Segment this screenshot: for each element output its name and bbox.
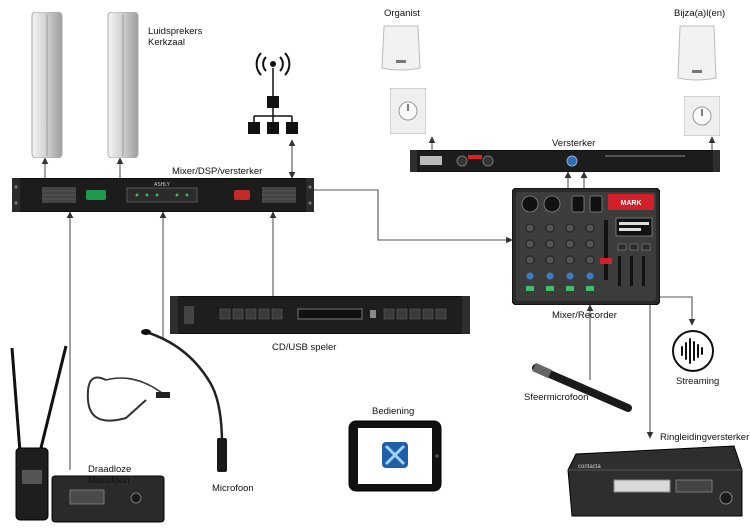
draadloze-label: Draadloze <box>88 464 132 475</box>
cd-usb-player <box>170 296 470 334</box>
organist-label: Organist <box>384 8 420 19</box>
mixer-recorder: MARK <box>512 188 660 305</box>
ambient-microphone <box>532 362 632 412</box>
wireless-microfoon-label: Microfoon <box>88 475 130 486</box>
wire-mixer-to-streaming <box>660 296 696 326</box>
network-icon <box>248 52 298 134</box>
mixer-recorder-label: Mixer/Recorder <box>552 310 617 321</box>
column-speaker-left <box>31 12 63 158</box>
power-amplifier <box>410 150 720 172</box>
column-speaker-right <box>107 12 139 158</box>
sfeermicrofoon-label: Sfeermicrofoon <box>524 392 589 403</box>
wire-dsp-to-mixer <box>312 189 513 244</box>
contacta-logo: contacta <box>578 464 601 470</box>
speakers-label-line2: Kerkzaal <box>148 37 185 48</box>
mixer-dsp-amplifier: ASHLY <box>12 178 314 212</box>
ashly-logo: ASHLY <box>154 182 171 188</box>
volume-control-bijzaal <box>684 96 720 136</box>
ringleiding-label: Ringleidingversterker <box>660 432 750 443</box>
speakers-label: Luidsprekers <box>148 26 203 37</box>
tablet-control[interactable] <box>348 420 442 492</box>
mark-logo: MARK <box>621 200 642 207</box>
wireless-microphone-system <box>10 345 170 523</box>
streaming-label: Streaming <box>676 376 720 387</box>
bediening-label: Bediening <box>372 406 415 417</box>
versterker-label: Versterker <box>552 138 596 149</box>
bijzaal-label: Bijza(a)l(en) <box>674 8 726 19</box>
volume-control-organist <box>390 88 426 134</box>
microfoon-label: Microfoon <box>212 483 254 494</box>
wall-speaker-bijzaal <box>677 25 717 81</box>
gooseneck-microphone <box>141 329 227 472</box>
streaming-icon <box>672 330 714 372</box>
cd-usb-label: CD/USB speler <box>272 342 337 353</box>
wall-speaker-organist <box>381 25 421 71</box>
induction-loop-amplifier: contacta <box>567 445 743 517</box>
mixer-dsp-label: Mixer/DSP/versterker <box>172 166 263 177</box>
